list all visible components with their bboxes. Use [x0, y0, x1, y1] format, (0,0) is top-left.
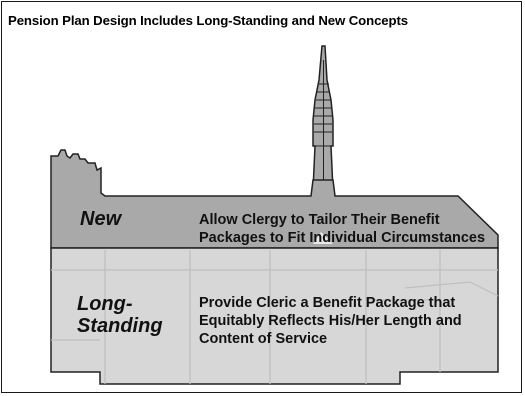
new-level-label: New — [80, 208, 122, 230]
wall-details — [51, 250, 499, 384]
figure-title: Pension Plan Design Includes Long-Standi… — [8, 13, 409, 28]
new-level-description: Allow Clergy to Tailor Their Benefit Pac… — [199, 212, 486, 246]
long-standing-level-description: Provide Cleric a Benefit Package that Eq… — [199, 295, 462, 347]
spire-peak — [313, 232, 333, 244]
long-standing-label-line-2: Standing — [77, 315, 163, 337]
long-standing-level-band — [50, 247, 499, 385]
long-standing-label-line-1: Long- — [77, 293, 133, 315]
new-level-band — [50, 149, 499, 249]
long-standing-level-label: Long- Standing — [77, 293, 197, 337]
